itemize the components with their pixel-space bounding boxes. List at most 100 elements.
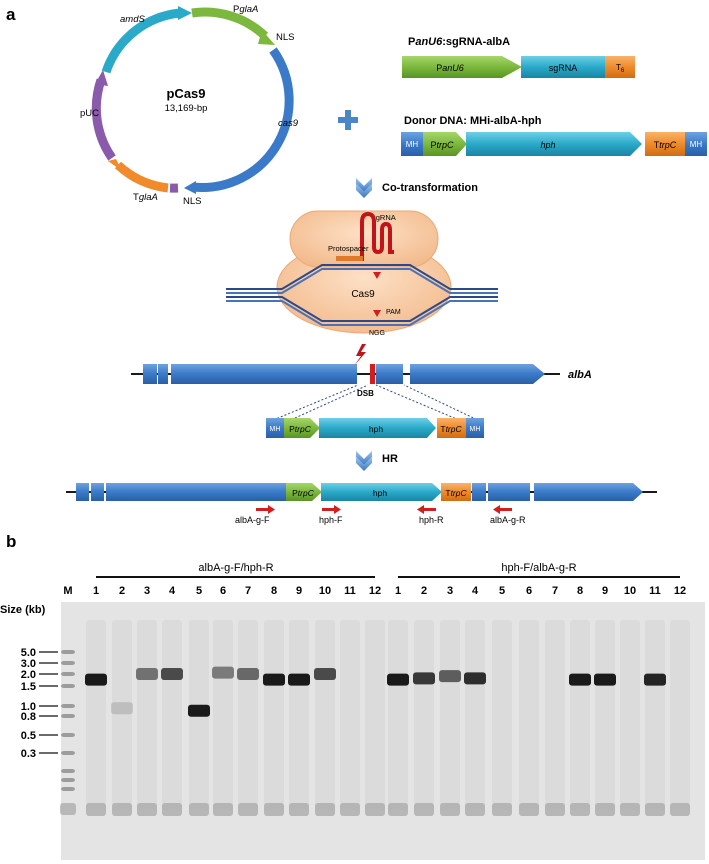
ladder-band bbox=[61, 704, 75, 708]
primer-dimer-band bbox=[440, 803, 460, 816]
plasmid-arc-pglaa bbox=[191, 7, 269, 40]
gel-band-left-lane-7 bbox=[237, 668, 259, 680]
donor-mh-left-label: MH bbox=[406, 140, 419, 149]
panel-label-b: b bbox=[6, 532, 16, 551]
gel-band-left-lane-6 bbox=[212, 666, 234, 679]
rec-hph-arrow bbox=[321, 483, 442, 501]
lane-label-left-8: 8 bbox=[271, 585, 277, 597]
primer-dimer-band bbox=[519, 803, 539, 816]
primer-dimer-band bbox=[365, 803, 385, 816]
plasmid-arc-cas9 bbox=[192, 47, 294, 192]
primer-dimer-band bbox=[645, 803, 665, 816]
gel-band-left-lane-4 bbox=[161, 668, 183, 680]
lane-smear bbox=[620, 620, 640, 810]
lane-smear bbox=[645, 620, 665, 810]
gel-band-left-lane-1 bbox=[85, 673, 107, 686]
lane-smear bbox=[213, 620, 233, 810]
primer-albA-g-R-arrow bbox=[493, 505, 512, 514]
step-cotransformation-label: Co-transformation bbox=[382, 182, 478, 194]
plasmid-arc-puc bbox=[91, 78, 116, 161]
lane-smear bbox=[519, 620, 539, 810]
gel-band-left-lane-10 bbox=[314, 668, 336, 680]
label-nls-bottom: NLS bbox=[183, 196, 201, 207]
ladder-size-0.3: 0.3 bbox=[21, 748, 36, 760]
lane-smear bbox=[670, 620, 690, 810]
donor-mh-right bbox=[685, 132, 707, 156]
primer-dimer-band bbox=[264, 803, 284, 816]
lane-label-left-5: 5 bbox=[196, 585, 202, 597]
lane-smear bbox=[112, 620, 132, 810]
homology-lines bbox=[265, 384, 485, 424]
donor-small: MH PtrpC hph TtrpC MH bbox=[266, 418, 484, 438]
lane-smear bbox=[545, 620, 565, 810]
gel-band-left-lane-8 bbox=[263, 673, 285, 686]
donor-hph-arrow bbox=[466, 132, 642, 156]
lane-smear bbox=[388, 620, 408, 810]
donor-small-hph-arrow bbox=[319, 418, 436, 438]
sgrna-hairpin bbox=[360, 211, 394, 261]
ladder-size-1.5: 1.5 bbox=[21, 681, 36, 693]
lane-label-right-7: 7 bbox=[552, 585, 558, 597]
ladder-labels: 5.03.02.01.51.00.80.50.3 bbox=[21, 647, 58, 760]
lane-smear bbox=[86, 620, 106, 810]
donor-hph-label: hph bbox=[540, 140, 555, 150]
lane-label-right-1: 1 bbox=[395, 585, 401, 597]
step-hr-arrow-icon bbox=[356, 451, 372, 465]
lane-smear bbox=[414, 620, 434, 810]
complex-ngg-label: NGG bbox=[369, 330, 385, 337]
ladder-size-1.0: 1.0 bbox=[21, 701, 36, 713]
gel-marks bbox=[60, 620, 690, 816]
complex-sgrna-label: sgRNA bbox=[372, 213, 396, 222]
donor-small-mh-left-label: MH bbox=[270, 426, 281, 433]
sgrna-construct-title: PanU6:sgRNA-albA bbox=[408, 36, 510, 48]
complex-cas9-label: Cas9 bbox=[351, 289, 375, 300]
lane-label-left-4: 4 bbox=[169, 585, 176, 597]
donor-ptrpc-arrow bbox=[423, 132, 467, 156]
primer-dimer-band bbox=[388, 803, 408, 816]
primers: albA-g-F hph-F hph-R albA-g-R bbox=[235, 505, 526, 525]
lane-smear bbox=[465, 620, 485, 810]
donor-ttrpc-label: TtrpC bbox=[654, 140, 677, 150]
marker-lane-label: M bbox=[63, 585, 72, 597]
exon-1 bbox=[143, 364, 157, 384]
plasmid-map: pCas9 13,169-bp amdS PglaA NLS cas9 NLS … bbox=[80, 4, 299, 207]
dna-strand-top bbox=[226, 264, 498, 290]
donor-small-ptrpc-label: PtrpC bbox=[289, 424, 312, 434]
sgrna-construct: PanU6:sgRNA-albA PanU6 sgRNA T6 bbox=[402, 36, 635, 78]
ladder-band bbox=[61, 733, 75, 737]
dsb-site bbox=[370, 364, 375, 384]
primer-dimer-band bbox=[492, 803, 512, 816]
gel-band-left-lane-2 bbox=[111, 702, 133, 715]
plasmid-arrow-puc bbox=[95, 70, 108, 86]
rec-ptrpc-arrow bbox=[286, 483, 322, 501]
primer-dimer-band bbox=[340, 803, 360, 816]
lane-label-left-12: 12 bbox=[369, 585, 381, 597]
albA-locus: albA DSB bbox=[131, 344, 592, 398]
rec-exon-6 bbox=[534, 483, 643, 501]
primer-dimer-band bbox=[414, 803, 434, 816]
plasmid-arc-tglaa bbox=[114, 161, 169, 193]
cas9-complex: sgRNA Protospacer Cas9 PAM NGG bbox=[226, 210, 498, 337]
ladder-band bbox=[61, 672, 75, 676]
donor-construct: Donor DNA: MHi-albA-hph MH PtrpC hph Ttr… bbox=[401, 115, 707, 156]
rec-hph-label: hph bbox=[373, 488, 387, 498]
donor-mh-right-label: MH bbox=[690, 140, 703, 149]
lane-label-left-1: 1 bbox=[93, 585, 99, 597]
group-right-label: hph-F/albA-g-R bbox=[501, 562, 576, 574]
donor-mh-left bbox=[401, 132, 423, 156]
primer-dimer-band bbox=[162, 803, 182, 816]
lane-label-right-11: 11 bbox=[649, 585, 661, 597]
exon-2 bbox=[158, 364, 168, 384]
lane-label-left-10: 10 bbox=[319, 585, 331, 597]
lane-label-left-7: 7 bbox=[245, 585, 251, 597]
panu6-arrow bbox=[402, 56, 522, 78]
gel-band-right-lane-8 bbox=[569, 673, 591, 686]
donor-small-hph-label: hph bbox=[369, 424, 383, 434]
label-puc: pUC bbox=[80, 108, 99, 119]
gel-band-left-lane-5 bbox=[188, 704, 210, 717]
ladder-size-0.5: 0.5 bbox=[21, 730, 36, 742]
donor-ttrpc bbox=[645, 132, 685, 156]
